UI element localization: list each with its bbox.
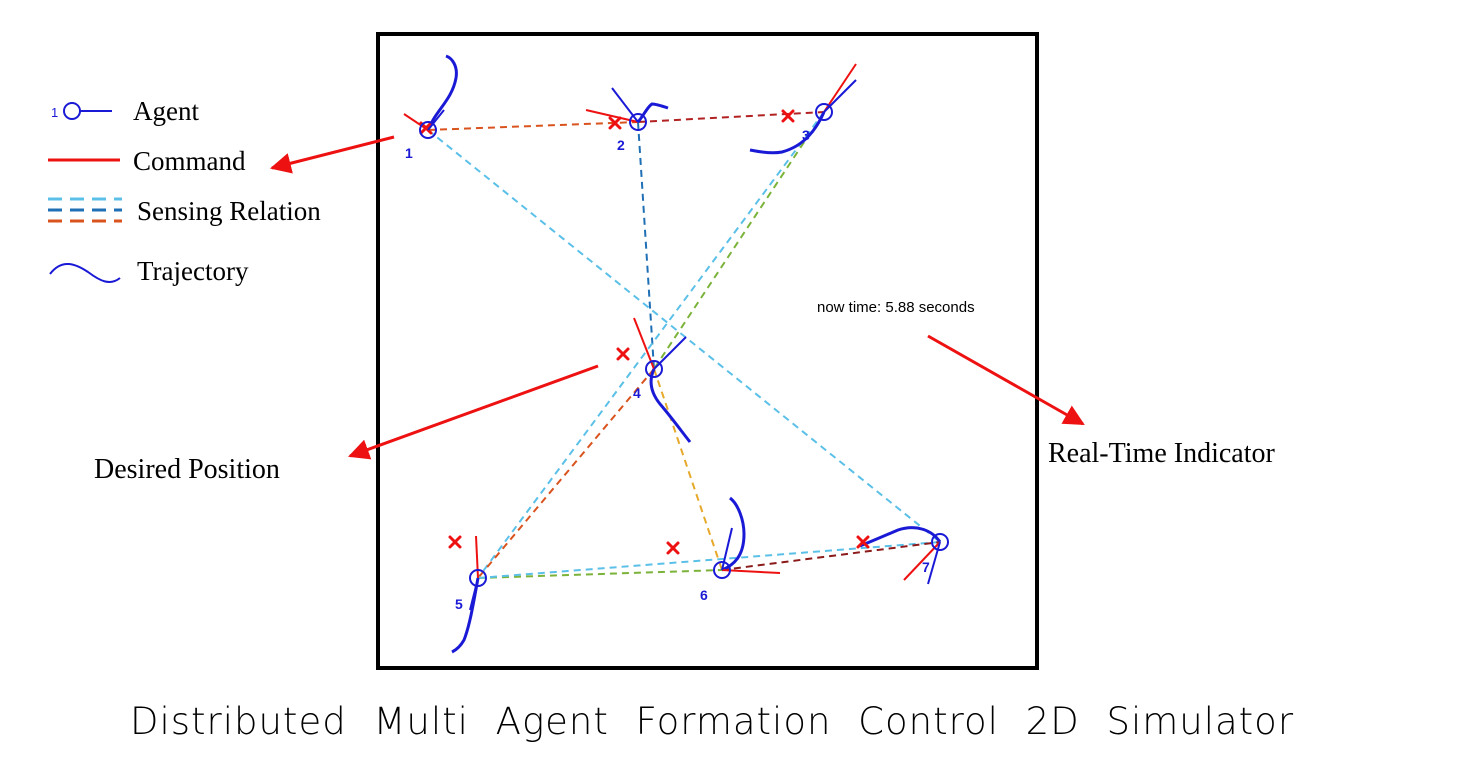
agent-5: 5	[455, 569, 487, 612]
agent-3-heading	[823, 79, 857, 113]
sensing-link-4-5	[477, 368, 655, 579]
desired-position-6	[666, 541, 680, 555]
desired-position-7	[856, 535, 870, 549]
agent-4: 4	[633, 336, 687, 401]
sensing-link-5-7	[477, 541, 941, 579]
agent-3-number: 3	[802, 127, 810, 143]
real-time-indicator-label: Real-Time Indicator	[1048, 438, 1275, 469]
agent-6-marker	[713, 561, 731, 579]
agent-1-heading	[427, 109, 445, 131]
legend-command-label: Command	[133, 146, 246, 176]
trajectory-agent-5	[451, 577, 480, 654]
agent-2-number: 2	[617, 137, 625, 153]
command-agent-5	[475, 535, 479, 579]
arrow-to-real-time-indicator	[927, 334, 1085, 426]
arrow-to-desired-position	[348, 364, 599, 460]
agent-icon	[63, 102, 81, 120]
simulation-time: now time: 5.88 seconds	[817, 299, 975, 316]
legend: 1 Agent Command Sensing Relation Traject…	[48, 96, 321, 286]
agent-4-marker	[645, 360, 663, 378]
sensing-link-3-4	[653, 111, 825, 370]
trajectory-agent-6	[721, 496, 746, 572]
agent-4-heading	[653, 336, 687, 370]
sensing-link-5-6	[477, 569, 723, 579]
legend-sensing-label: Sensing Relation	[137, 196, 321, 226]
legend-agent-label: Agent	[133, 96, 199, 126]
desired-position-label: Desired Position	[94, 454, 280, 485]
agent-2: 2	[611, 87, 647, 153]
agent-6: 6	[700, 527, 733, 603]
command-agent-6	[721, 569, 781, 574]
arrow-to-command	[269, 135, 395, 174]
trajectory-agent-3	[749, 111, 826, 155]
agent-5-number: 5	[455, 596, 463, 612]
sensing-link-3-5	[477, 111, 825, 579]
agent-5-marker	[469, 569, 487, 587]
trajectory-agent-7	[859, 526, 942, 548]
sensing-link-6-7	[721, 541, 941, 571]
sensing-link-1-7	[427, 129, 941, 543]
agent-1-marker	[419, 121, 437, 139]
legend-sensing: Sensing Relation	[48, 196, 321, 226]
agent-4-number: 4	[633, 385, 641, 401]
desired-position-2	[608, 116, 622, 130]
simulation-frame	[376, 32, 1039, 670]
trajectory-agent-4	[649, 368, 692, 443]
legend-agent-index: 1	[51, 105, 58, 120]
agent-7-number: 7	[922, 559, 930, 575]
agents: 1 2 3 4 5 6 7	[405, 79, 949, 612]
trajectory-icon	[49, 263, 121, 283]
desired-position-4	[616, 347, 630, 361]
commands	[403, 63, 941, 581]
agent-2-marker	[629, 113, 647, 131]
figure-title: Distributed Multi Agent Formation Contro…	[130, 700, 1294, 743]
agent-1: 1	[405, 109, 445, 161]
agent-3: 3	[802, 79, 857, 143]
legend-agent: 1 Agent	[51, 96, 199, 126]
desired-positions	[419, 109, 870, 555]
sensing-relations	[427, 111, 941, 579]
desired-position-5	[448, 535, 462, 549]
agent-7-marker	[931, 533, 949, 551]
sensing-link-2-4	[637, 121, 655, 370]
annotation-arrows	[269, 135, 1085, 460]
trajectories	[426, 54, 942, 654]
agent-6-number: 6	[700, 587, 708, 603]
legend-trajectory-label: Trajectory	[137, 256, 249, 286]
command-agent-3	[823, 63, 857, 113]
legend-command: Command	[48, 146, 246, 176]
agent-5-heading	[469, 577, 479, 611]
sensing-link-4-6	[653, 368, 723, 571]
command-agent-4	[633, 317, 655, 370]
agent-3-marker	[815, 103, 833, 121]
trajectory-agent-2	[636, 102, 669, 123]
legend-trajectory: Trajectory	[49, 256, 249, 286]
desired-position-3	[781, 109, 795, 123]
sensing-link-1-2	[427, 121, 639, 131]
trajectory-agent-1	[426, 54, 458, 131]
agent-7: 7	[922, 533, 949, 585]
agent-1-number: 1	[405, 145, 413, 161]
sensing-link-2-3	[637, 111, 825, 123]
